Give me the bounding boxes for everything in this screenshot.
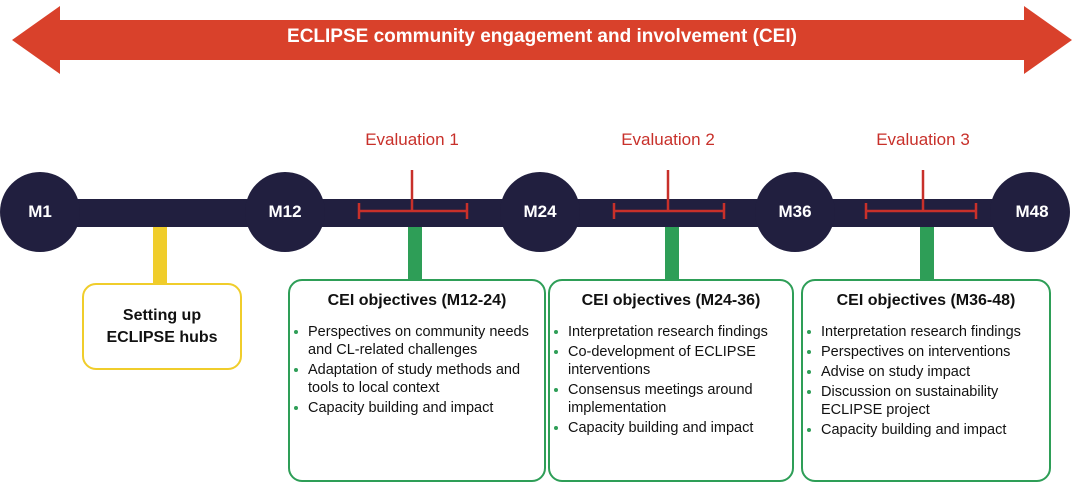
evaluation-marker-3 [864, 170, 978, 219]
objective-item: Consensus meetings around implementation [550, 381, 786, 417]
objectives-box-m24-36: CEI objectives (M24-36) Interpretation r… [548, 279, 794, 482]
objectives-connector-3 [920, 227, 934, 280]
objective-item: Adaptation of study methods and tools to… [290, 361, 538, 397]
evaluation-marker-1 [357, 170, 469, 219]
bullet-dot-icon [294, 406, 298, 410]
banner-arrow [12, 6, 1072, 74]
objectives-title: CEI objectives (M36-48) [836, 292, 1016, 309]
objective-text: Advise on study impact [821, 364, 971, 380]
bullet-dot-icon [554, 330, 558, 334]
milestone-circle-m1 [0, 172, 80, 252]
setup-connector [153, 227, 167, 284]
setup-line-2: ECLIPSE hubs [106, 328, 218, 346]
bullet-dot-icon [554, 350, 558, 354]
objective-item: Discussion on sustainability ECLIPSE pro… [803, 383, 1043, 419]
objective-text: Perspectives on interventions [821, 344, 1011, 360]
objective-item: Interpretation research findings [550, 323, 786, 341]
evaluation-marker-2 [612, 170, 726, 219]
objectives-list: Perspectives on community needs and CL-r… [290, 323, 544, 417]
objective-text: Perspectives on community needs and CL-r… [308, 324, 529, 358]
bullet-dot-icon [807, 428, 811, 432]
milestone-circle-m24 [500, 172, 580, 252]
objective-item: Interpretation research findings [803, 323, 1043, 341]
objective-item: Capacity building and impact [290, 399, 538, 417]
objectives-title: CEI objectives (M12-24) [327, 292, 507, 309]
objective-item: Capacity building and impact [803, 421, 1043, 439]
objective-text: Consensus meetings around implementation [568, 382, 753, 416]
objective-item: Perspectives on community needs and CL-r… [290, 323, 538, 359]
bullet-dot-icon [807, 370, 811, 374]
objective-item: Co-development of ECLIPSE interventions [550, 343, 786, 379]
objective-text: Capacity building and impact [568, 420, 754, 436]
milestone-circle-m36 [755, 172, 835, 252]
bullet-dot-icon [807, 330, 811, 334]
objective-text: Discussion on sustainability ECLIPSE pro… [821, 384, 999, 418]
objectives-connector-2 [665, 227, 679, 280]
objective-item: Advise on study impact [803, 363, 1043, 381]
bullet-dot-icon [294, 330, 298, 334]
objective-text: Adaptation of study methods and tools to… [308, 362, 521, 396]
objective-text: Interpretation research findings [821, 324, 1021, 340]
banner-title: ECLIPSE community engagement and involve… [287, 26, 797, 47]
bullet-dot-icon [294, 368, 298, 372]
setup-line-1: Setting up [122, 306, 202, 324]
objectives-list: Interpretation research findings Perspec… [803, 323, 1049, 439]
milestone-label-m12: M12 [268, 202, 302, 221]
milestone-circle-m12 [245, 172, 325, 252]
setup-box: Setting up ECLIPSE hubs [82, 283, 242, 370]
milestone-label-m36: M36 [778, 202, 812, 221]
evaluation-label-3: Evaluation 3 [876, 130, 970, 149]
bullet-dot-icon [554, 388, 558, 392]
bullet-dot-icon [554, 426, 558, 430]
objective-text: Co-development of ECLIPSE interventions [568, 344, 756, 378]
objectives-list: Interpretation research findings Co-deve… [550, 323, 792, 437]
bullet-dot-icon [807, 390, 811, 394]
objectives-box-m12-24: CEI objectives (M12-24) Perspectives on … [288, 279, 546, 482]
milestone-label-m48: M48 [1015, 202, 1049, 221]
milestone-label-m24: M24 [523, 202, 557, 221]
milestone-circle-m48 [990, 172, 1070, 252]
objectives-box-m36-48: CEI objectives (M36-48) Interpretation r… [801, 279, 1051, 482]
bullet-dot-icon [807, 350, 811, 354]
objectives-connector-1 [408, 227, 422, 280]
evaluation-label-1: Evaluation 1 [365, 130, 459, 149]
evaluation-label-2: Evaluation 2 [621, 130, 715, 149]
objectives-title: CEI objectives (M24-36) [581, 292, 761, 309]
objective-item: Capacity building and impact [550, 419, 786, 437]
objective-item: Perspectives on interventions [803, 343, 1043, 361]
objective-text: Interpretation research findings [568, 324, 768, 340]
objective-text: Capacity building and impact [308, 400, 494, 416]
objective-text: Capacity building and impact [821, 422, 1007, 438]
milestone-label-m1: M1 [28, 202, 52, 221]
